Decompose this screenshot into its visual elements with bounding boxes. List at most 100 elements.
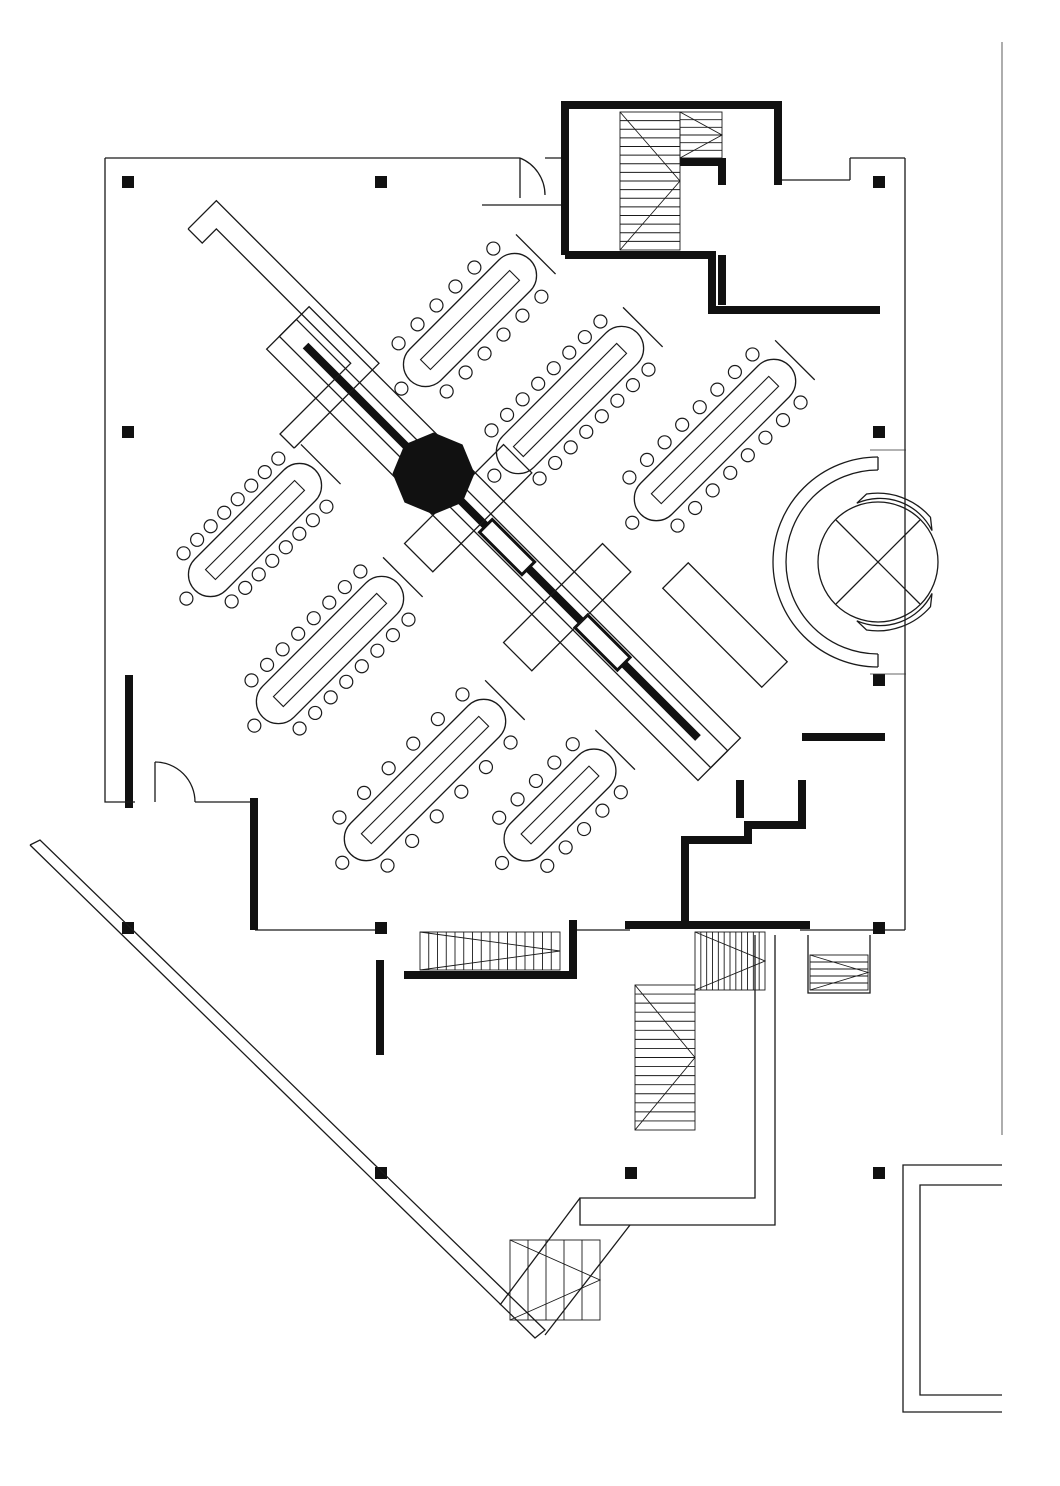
circular-entrance xyxy=(772,449,939,675)
banquet-table xyxy=(391,233,557,399)
stair-arrow xyxy=(694,931,767,991)
chair xyxy=(562,345,577,360)
stair-arrow xyxy=(419,931,561,971)
chair xyxy=(405,833,420,849)
chair xyxy=(238,580,253,595)
chair xyxy=(305,513,320,528)
chair xyxy=(641,362,656,377)
chair xyxy=(657,435,672,450)
banquet-tables xyxy=(176,233,816,873)
chair xyxy=(496,327,511,342)
chair xyxy=(292,526,307,541)
table-top xyxy=(204,479,306,581)
chair xyxy=(577,329,592,345)
chair xyxy=(247,718,262,733)
structural-columns xyxy=(122,176,885,1179)
banquet-table xyxy=(622,339,816,533)
banquet-table xyxy=(492,729,636,873)
chair xyxy=(467,260,482,275)
chair xyxy=(306,611,321,626)
chair xyxy=(687,500,703,516)
chair xyxy=(625,515,640,530)
chair xyxy=(610,393,625,408)
chair xyxy=(595,803,610,818)
chair xyxy=(670,518,685,533)
staircase-lower-left xyxy=(419,931,561,971)
chair xyxy=(546,361,561,376)
stair-arrow xyxy=(634,984,696,1131)
chair xyxy=(406,736,421,751)
chair xyxy=(477,346,492,361)
chair xyxy=(622,470,637,485)
table-outline xyxy=(343,698,507,862)
chair xyxy=(292,721,307,736)
chair xyxy=(723,465,738,480)
stair-flight xyxy=(809,954,869,991)
chair xyxy=(593,314,608,329)
chair xyxy=(478,760,494,775)
chair xyxy=(244,478,259,493)
stair-arrow xyxy=(619,111,681,251)
table-top xyxy=(272,592,388,708)
chair xyxy=(410,317,425,332)
chair xyxy=(339,674,354,689)
chair xyxy=(532,471,547,486)
table-top xyxy=(650,375,780,505)
chair xyxy=(563,440,578,455)
chair xyxy=(278,540,293,555)
chair xyxy=(380,858,395,873)
chair xyxy=(494,855,510,871)
chair xyxy=(528,773,544,789)
chair xyxy=(353,564,368,579)
table-top xyxy=(520,765,600,845)
table-outline xyxy=(495,325,645,475)
central-bar-pavilion xyxy=(265,305,742,782)
chair xyxy=(381,761,396,776)
chair xyxy=(332,810,347,825)
table-outline xyxy=(187,462,323,598)
chair xyxy=(510,792,525,807)
chair xyxy=(534,289,549,304)
chair xyxy=(259,657,275,672)
chair xyxy=(579,424,594,439)
chair xyxy=(203,519,218,534)
chair xyxy=(439,384,454,399)
chair xyxy=(775,412,791,428)
chair xyxy=(531,376,546,391)
table-end-rail xyxy=(594,729,636,771)
table-top xyxy=(419,269,521,371)
chair xyxy=(275,642,290,657)
chair xyxy=(308,705,323,721)
chair xyxy=(576,821,592,837)
table-top xyxy=(512,342,628,458)
table-outline xyxy=(402,252,538,388)
service-counter xyxy=(187,199,380,449)
chair xyxy=(458,365,473,380)
chair xyxy=(337,579,352,595)
chair xyxy=(565,737,580,752)
chair xyxy=(217,505,232,520)
chair xyxy=(190,532,205,547)
table-outline xyxy=(503,748,617,862)
table-end-rail xyxy=(622,306,664,348)
table-top xyxy=(360,715,490,845)
chair xyxy=(265,553,280,568)
chair xyxy=(613,785,628,800)
table-outline xyxy=(255,575,405,725)
staircase-top xyxy=(509,111,723,1321)
stair-flight xyxy=(509,1239,601,1321)
lower-walkway xyxy=(499,935,776,1336)
table-end-rail xyxy=(515,233,557,275)
chair xyxy=(429,298,444,313)
chair xyxy=(394,381,409,396)
chair xyxy=(257,465,272,480)
chair xyxy=(322,595,337,610)
banquet-table xyxy=(244,556,424,736)
chair xyxy=(401,612,416,627)
chair xyxy=(230,492,245,507)
chair xyxy=(499,407,515,422)
chair xyxy=(740,448,755,463)
chair xyxy=(323,690,338,705)
chair xyxy=(503,735,518,750)
